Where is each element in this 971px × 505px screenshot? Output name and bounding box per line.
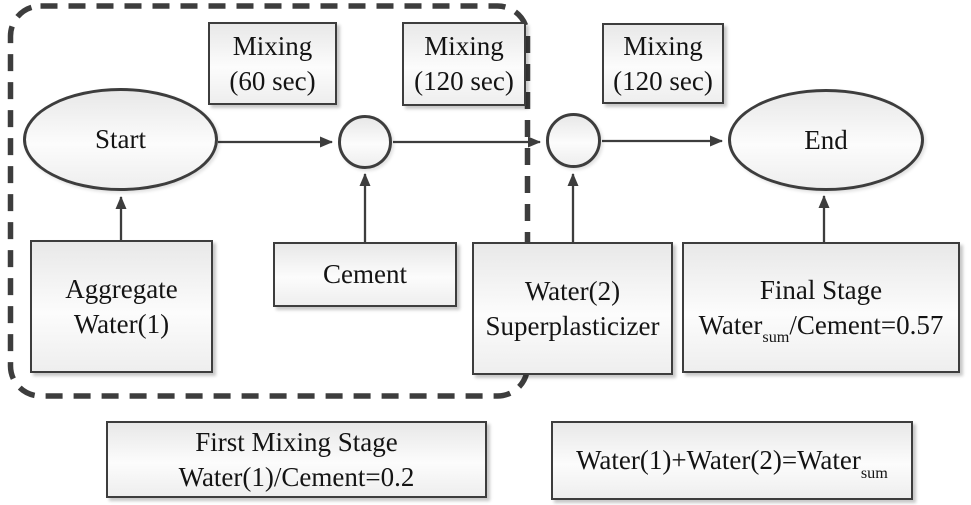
water-sum-eq-pre: Water(1)+Water(2)=Water: [576, 445, 861, 476]
mixing-60sec-box: Mixing (60 sec): [208, 22, 337, 105]
aggregate-water1-line1: Aggregate: [65, 273, 178, 304]
mixing-60sec-line2: (60 sec): [229, 65, 316, 96]
first-stage-dashed-boundary: [7, 3, 531, 399]
mixing-120sec-second-line2: (120 sec): [613, 65, 713, 96]
final-stage-eq-pre: Water: [698, 309, 763, 340]
aggregate-water1-line2: Water(1): [73, 308, 170, 339]
water-sum-equation-box: Water(1)+Water(2)=Watersum: [551, 421, 913, 500]
mixing-120sec-first-line2: (120 sec): [414, 66, 514, 96]
first-mixing-stage-box: First Mixing Stage Water(1)/Cement=0.2: [106, 421, 487, 498]
end-label: End: [804, 124, 848, 155]
cement-label: Cement: [323, 259, 407, 290]
water2-line1: Water(2): [524, 275, 621, 306]
end-node: End: [728, 89, 924, 191]
junction-node-1: [338, 115, 392, 169]
mixing-120sec-first-box: Mixing (120 sec): [402, 22, 526, 106]
final-stage-box: Final Stage Watersum/Cement=0.57: [682, 242, 960, 373]
cement-box: Cement: [273, 242, 457, 307]
first-mixing-stage-line2: Water(1)/Cement=0.2: [178, 461, 415, 492]
water-sum-eq-sub: sum: [860, 463, 888, 482]
start-node: Start: [23, 88, 218, 191]
final-stage-eq-post: /Cement=0.57: [789, 309, 944, 340]
mixing-120sec-second-line1: Mixing: [623, 30, 703, 61]
first-mixing-stage-line1: First Mixing Stage: [195, 426, 398, 457]
junction-node-2: [546, 113, 601, 168]
start-label: Start: [95, 124, 146, 155]
aggregate-water1-box: Aggregate Water(1): [30, 240, 213, 373]
mixing-60sec-line1: Mixing: [232, 30, 313, 61]
final-stage-equation: Watersum/Cement=0.57: [698, 308, 944, 346]
water-sum-equation: Water(1)+Water(2)=Watersum: [576, 443, 888, 480]
final-stage-eq-sub: sum: [762, 327, 790, 346]
mixing-120sec-second-box: Mixing (120 sec): [602, 23, 724, 104]
water2-superplasticizer-box: Water(2) Superplasticizer: [472, 242, 673, 375]
water2-line2: Superplasticizer: [485, 310, 660, 341]
final-stage-line1: Final Stage: [759, 274, 883, 305]
mixing-120sec-first-line1: Mixing: [424, 31, 504, 62]
